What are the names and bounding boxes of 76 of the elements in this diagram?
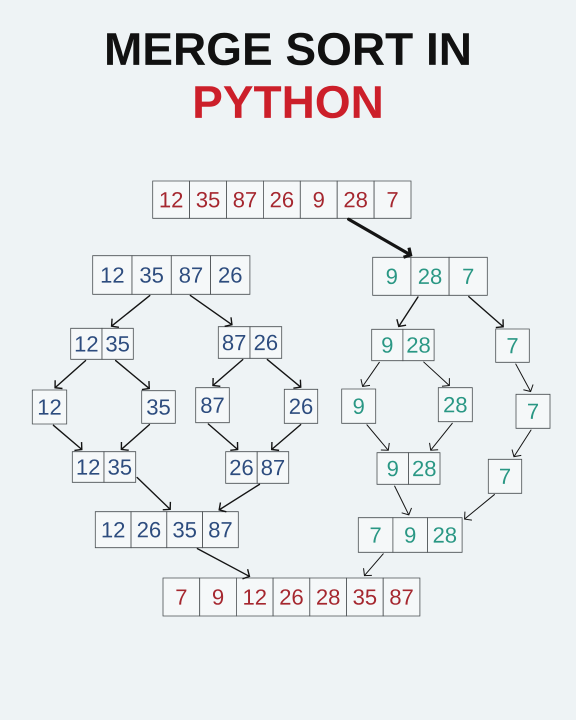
arrow [212,358,244,388]
array-cell: 28 [408,452,440,485]
array-cell: 28 [410,256,450,296]
array-cell: 7 [358,517,394,553]
arrow [196,548,250,580]
array-cell: 26 [225,451,258,484]
array-cell: 35 [141,390,176,424]
array-cell: 87 [202,511,239,548]
array-cell: 7 [495,328,530,363]
array-cell: 9 [372,256,412,296]
array-cell: 87 [195,387,230,424]
array-cell: 28 [309,578,347,616]
arrow [114,360,150,390]
arrow [396,296,419,328]
array-cell: 12 [236,578,274,616]
arrow [423,362,450,387]
arrow [136,476,172,510]
array-cell: 7 [488,458,522,494]
array-cell: 9 [300,180,338,219]
array-cell: 87 [218,326,250,359]
arrow [218,484,260,513]
array-cell: 87 [256,451,290,484]
arrow [512,430,532,458]
array-cell: 35 [104,451,136,483]
array-cell: 35 [166,511,203,548]
array-cell: 26 [272,578,310,616]
arrow [468,296,504,328]
array-cell: 12 [70,328,102,360]
arrow [54,360,86,390]
array-cell: 9 [341,388,376,424]
array-cell: 26 [250,326,282,359]
array-cell: 87 [382,578,420,616]
array-cell: 12 [32,390,68,424]
array-cell: 26 [210,255,250,295]
array-cell: 12 [72,451,104,483]
title: MERGE SORT IN [107,32,469,66]
array-cell: 87 [170,255,211,295]
array-cell: 7 [374,180,412,219]
array-cell: 28 [438,387,473,422]
array-cell: 12 [152,180,190,219]
arrow [360,362,380,387]
array-cell: 12 [94,511,132,548]
array-cell: 9 [371,328,404,362]
array-cell: 7 [162,578,200,616]
arrow [363,553,384,576]
arrow [266,358,302,389]
array-cell: 35 [132,255,172,295]
array-cell: 87 [226,180,264,219]
array-cell: 35 [102,328,134,360]
array-cell: 26 [284,388,318,424]
arrow [190,294,233,328]
arrow [429,422,453,451]
array-cell: 7 [448,256,488,296]
arrow [271,424,302,452]
title-word: PYTHON [195,86,381,118]
arrow [120,424,150,451]
array-cell: 26 [130,511,168,548]
arrow [464,494,495,521]
array-cell: 9 [376,452,409,485]
arrow [347,218,412,259]
array-cell: 9 [199,578,237,616]
array-cell: 35 [189,180,227,219]
arrow [52,424,83,452]
arrow [208,423,238,452]
arrow [394,486,412,516]
array-cell: 28 [402,328,434,362]
array-cell: 28 [336,180,374,219]
arrow [366,424,390,451]
array-cell: 26 [263,180,301,219]
array-cell: 12 [92,255,132,295]
array-cell: 28 [427,517,462,553]
array-cell: 35 [346,578,384,616]
arrow [515,364,534,392]
array-cell: 7 [516,394,550,429]
array-cell: 9 [392,517,428,553]
arrow [110,294,150,328]
